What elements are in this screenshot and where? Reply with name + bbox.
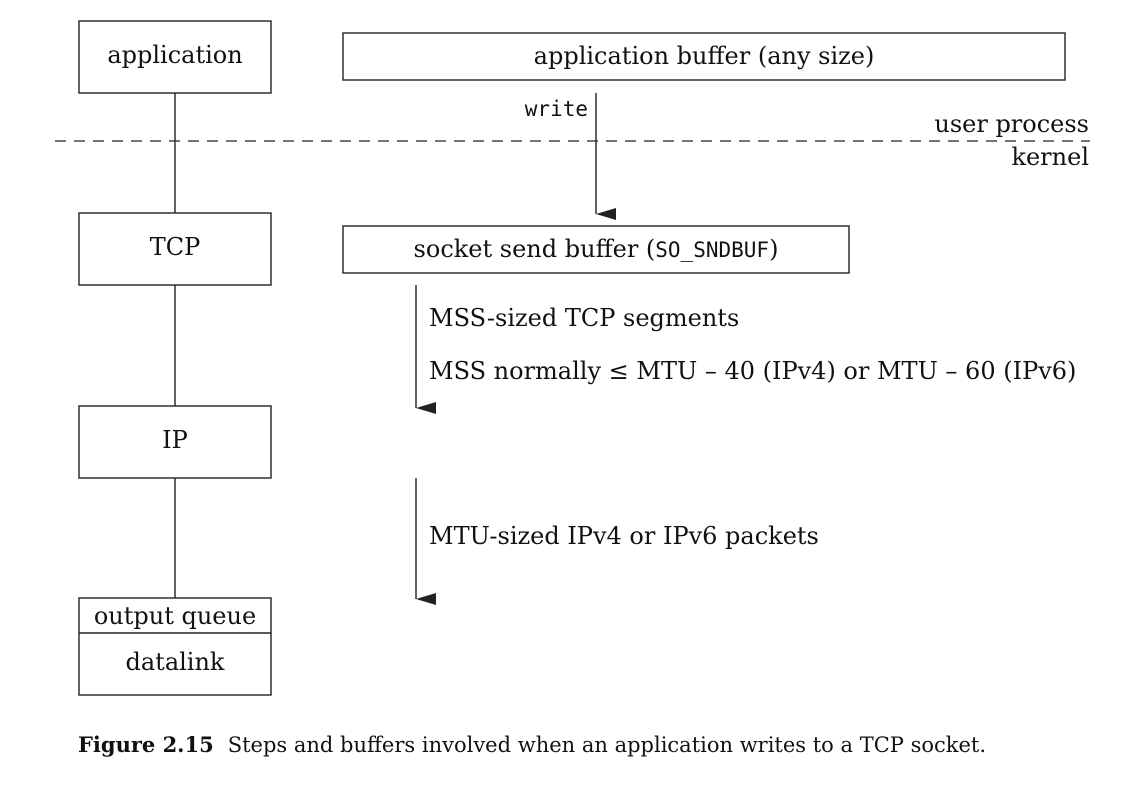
socket-send-buffer-label: socket send buffer (SO_SNDBUF) xyxy=(414,235,779,263)
figure-caption: Figure 2.15 Steps and buffers involved wh… xyxy=(78,732,986,757)
tcp-layer-box: TCP xyxy=(78,212,272,286)
kernel-label: kernel xyxy=(1011,143,1089,171)
datalink-layer-box: output queue datalink xyxy=(78,597,272,696)
socket-send-buffer-box: socket send buffer (SO_SNDBUF) xyxy=(342,225,850,274)
mss-segments-label: MSS-sized TCP segments xyxy=(429,304,739,332)
mss-note-label: MSS normally ≤ MTU – 40 (IPv4) or MTU – … xyxy=(429,357,1076,385)
application-layer-label: application xyxy=(107,41,242,69)
application-layer-box: application xyxy=(78,20,272,94)
output-queue-label: output queue xyxy=(94,602,256,630)
tcp-socket-write-diagram: application TCP IP output queue datalink… xyxy=(55,20,1090,696)
datalink-label: datalink xyxy=(126,648,225,676)
mtu-packets-label: MTU-sized IPv4 or IPv6 packets xyxy=(429,522,819,550)
ip-layer-box: IP xyxy=(78,405,272,479)
user-process-label: user process xyxy=(934,110,1089,138)
tcp-layer-label: TCP xyxy=(150,233,201,261)
figure-caption-text: Steps and buffers involved when an appli… xyxy=(227,733,987,757)
application-buffer-label: application buffer (any size) xyxy=(534,42,875,70)
figure-number: Figure 2.15 xyxy=(78,732,214,757)
write-label: write xyxy=(525,97,588,121)
application-buffer-box: application buffer (any size) xyxy=(342,32,1066,81)
ip-layer-label: IP xyxy=(162,426,188,454)
